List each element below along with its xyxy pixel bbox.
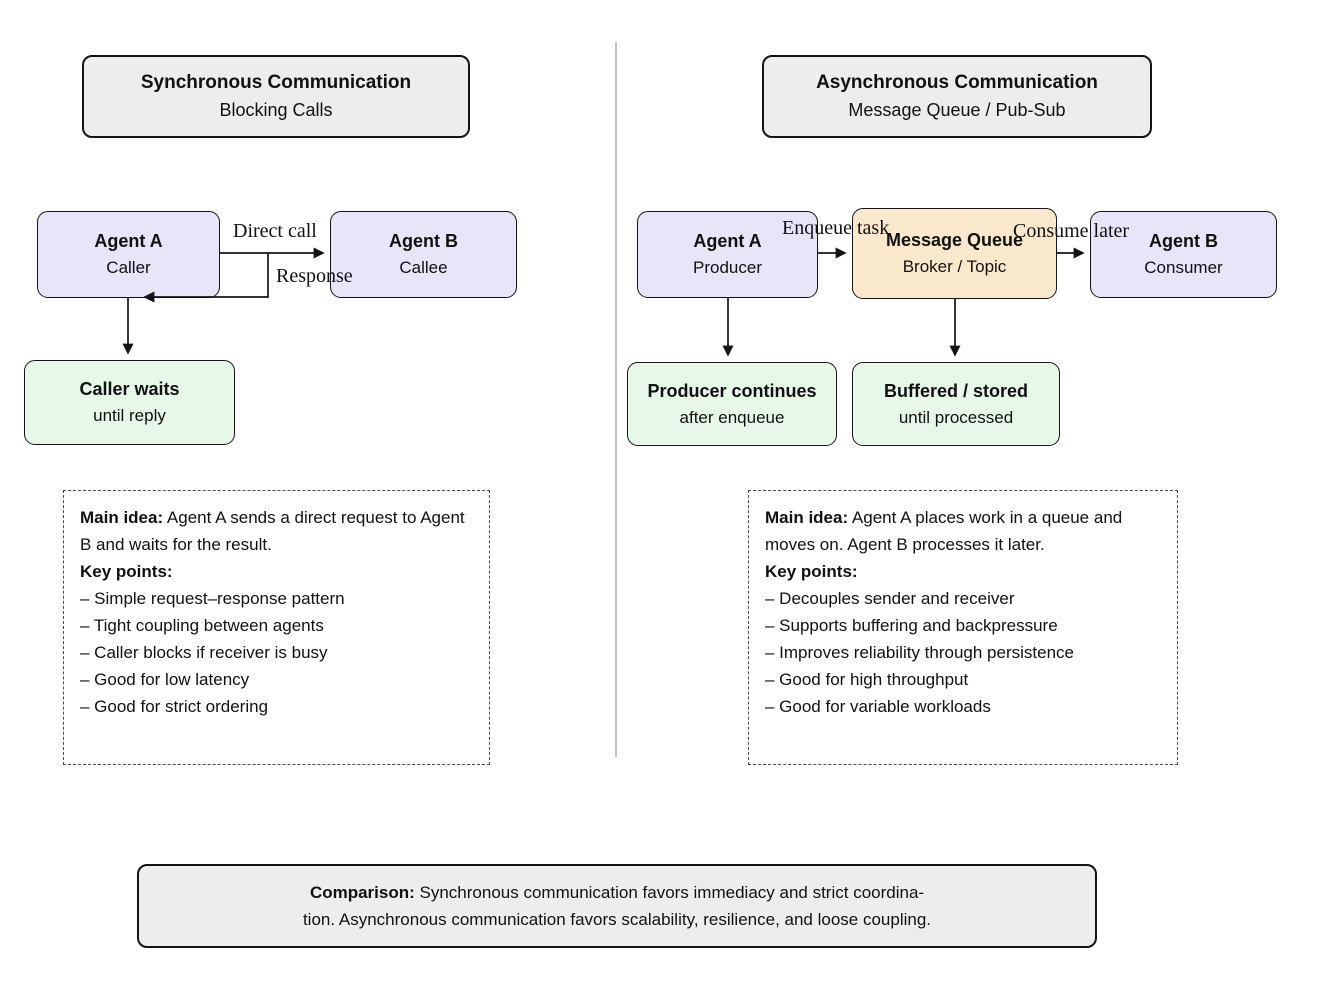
direct-call-label: Direct call [233,220,317,242]
producer-continues-subtitle: after enqueue [679,407,785,427]
producer-continues-node: Producer continues after enqueue [627,362,837,446]
async-bullet: – Good for variable workloads [765,697,991,716]
sync-bullet: – Simple request–response pattern [80,589,345,608]
sync-header-box: Synchronous Communication Blocking Calls [82,55,470,138]
async-agent-a-role: Producer [693,258,762,278]
sync-bullet: – Good for low latency [80,670,250,689]
sync-header-subtitle: Blocking Calls [219,100,333,121]
async-agent-b-node: Agent B Consumer [1090,211,1277,298]
sync-bullet: – Tight coupling between agents [80,616,324,635]
async-bullet: – Improves reliability through persisten… [765,643,1074,662]
sync-agent-a-node: Agent A Caller [37,211,220,298]
comparison-line2: tion. Asynchronous communication favors … [302,910,932,929]
column-divider [615,42,617,757]
async-agent-a-node: Agent A Producer [637,211,818,298]
producer-continues-title: Producer continues [647,380,817,401]
buffered-stored-subtitle: until processed [898,407,1014,427]
async-main-idea-text: Agent A places work in a queue and moves… [765,508,1123,554]
async-agent-b-role: Consumer [1144,258,1223,278]
async-main-idea: Main idea: Agent A places work in a queu… [765,504,1161,558]
response-label: Response [276,265,353,287]
sync-bullet: – Good for strict ordering [80,697,269,716]
sync-bullet: – Caller blocks if receiver is busy [80,643,328,662]
sync-main-idea: Main idea: Agent A sends a direct reques… [80,504,473,558]
sync-agent-a-role: Caller [106,258,151,278]
sync-main-idea-label: Main idea: [80,508,164,527]
sync-agent-b-title: Agent B [389,231,458,252]
buffered-stored-title: Buffered / stored [883,380,1029,401]
sync-header-title: Synchronous Communication [140,71,412,93]
async-main-idea-label: Main idea: [765,508,849,527]
message-queue-subtitle: Broker / Topic [902,257,1007,277]
caller-waits-node: Caller waits until reply [24,360,235,445]
sync-main-idea-text: Agent A sends a direct request to Agent … [80,508,465,554]
sync-agent-b-node: Agent B Callee [330,211,517,298]
enqueue-task-label: Enqueue task [782,217,890,239]
async-header-box: Asynchronous Communication Message Queue… [762,55,1152,138]
async-bullet: – Supports buffering and backpressure [765,616,1058,635]
comparison-label: Comparison: [309,883,415,902]
sync-panel: Main idea: Agent A sends a direct reques… [63,490,490,765]
async-bullet: – Decouples sender and receiver [765,589,1015,608]
async-panel: Main idea: Agent A places work in a queu… [748,490,1178,765]
sync-agent-a-title: Agent A [94,231,163,252]
async-agent-a-title: Agent A [693,231,762,252]
message-queue-title: Message Queue [885,230,1024,251]
caller-waits-subtitle: until reply [93,406,166,426]
consume-later-label: Consume later [1013,220,1130,242]
async-key-points-label: Key points: [765,562,858,581]
async-header-title: Asynchronous Communication [816,71,1098,93]
message-queue-node: Message Queue Broker / Topic [852,208,1057,299]
comparison-line1: Synchronous communication favors immedia… [419,883,925,902]
comparison-text: Comparison: Synchronous communication fa… [227,879,1007,933]
sync-key-points-label: Key points: [80,562,173,581]
caller-waits-title: Caller waits [79,379,180,400]
sync-agent-b-role: Callee [399,258,448,278]
async-agent-b-title: Agent B [1149,231,1218,252]
buffered-stored-node: Buffered / stored until processed [852,362,1060,446]
comparison-box: Comparison: Synchronous communication fa… [137,864,1097,948]
async-bullet: – Good for high throughput [765,670,969,689]
async-header-subtitle: Message Queue / Pub-Sub [848,100,1066,121]
